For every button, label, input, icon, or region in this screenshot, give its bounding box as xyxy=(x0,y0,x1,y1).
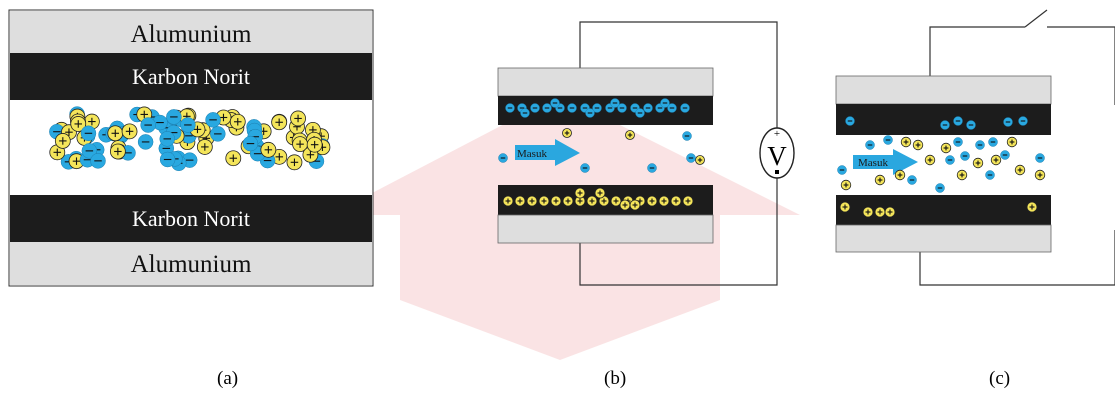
caption-c: (c) xyxy=(989,368,1011,389)
panel-a: Alumunium Karbon Norit Karbon Norit Alum… xyxy=(8,9,374,287)
svg-text:+: + xyxy=(774,128,780,140)
panel-c: Masuk xyxy=(835,9,1115,286)
circuit-wire xyxy=(579,21,778,286)
aluminium-bottom-plate xyxy=(835,224,1052,253)
ion-set xyxy=(837,116,1046,218)
carbon-top-layer xyxy=(498,96,713,125)
ion-set xyxy=(498,98,705,211)
carbon-top-layer xyxy=(836,104,1051,135)
aluminium-bottom-plate xyxy=(10,242,372,285)
aluminium-top-plate xyxy=(497,67,714,97)
aluminium-top-plate xyxy=(835,75,1052,105)
flow-label: Masuk xyxy=(517,148,547,160)
carbon-top-layer xyxy=(10,53,372,100)
aluminium-bottom-label: Alumunium xyxy=(131,251,252,278)
flow-arrow: Masuk xyxy=(515,139,580,166)
carbon-bottom-label: Karbon Norit xyxy=(132,206,250,231)
aluminium-top-plate xyxy=(10,11,372,53)
carbon-top-label: Karbon Norit xyxy=(132,64,250,89)
open-circuit-wire xyxy=(919,9,1115,286)
voltmeter-icon: + V xyxy=(759,127,795,179)
flow-label: Masuk xyxy=(858,157,888,169)
svg-text:V: V xyxy=(767,141,787,171)
ion-cluster xyxy=(49,106,331,172)
aluminium-bottom-plate xyxy=(497,214,714,244)
carbon-bottom-layer xyxy=(10,195,372,242)
caption-a: (a) xyxy=(217,368,239,389)
aluminium-top-label: Alumunium xyxy=(131,21,252,48)
caption-b: (b) xyxy=(604,368,627,389)
flow-arrow: Masuk xyxy=(853,149,918,175)
panel-b: + V Masuk xyxy=(497,21,795,286)
